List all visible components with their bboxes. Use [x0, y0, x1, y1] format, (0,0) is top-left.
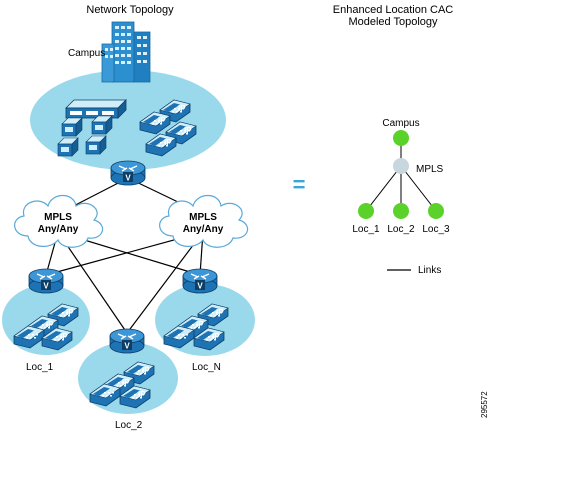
svg-text:IP: IP [184, 126, 192, 135]
svg-text:IP: IP [142, 366, 150, 375]
mpls-node [393, 158, 409, 174]
campus-building-icon [101, 21, 151, 83]
svg-text:IP: IP [138, 390, 146, 399]
ip-phone-icon: IP [193, 327, 225, 351]
location-node [358, 203, 374, 219]
cloud-label-line1: MPLS [44, 212, 72, 223]
ip-phone-icon: IP [139, 111, 171, 135]
ip-phone-icon: IP [197, 303, 229, 327]
location-node [428, 203, 444, 219]
svg-text:IP: IP [46, 320, 54, 329]
site-label: Loc_2 [115, 420, 143, 431]
campus-label: Campus [68, 48, 105, 59]
location-node [393, 203, 409, 219]
ip-phone-icon: IP [177, 315, 209, 339]
ip-phone-icon: IP [27, 315, 59, 339]
figure-id: 295572 [480, 391, 489, 418]
svg-text:IP: IP [216, 308, 224, 317]
legend-label: Links [418, 265, 441, 276]
site-loc-n: V IP IP IP Loc_N [155, 268, 255, 373]
campus-router-icon: V [110, 160, 146, 186]
svg-text:IP: IP [212, 332, 220, 341]
svg-text:IP: IP [60, 332, 68, 341]
site-loc-1: V IP IP IP Loc_1 [2, 268, 90, 373]
site-loc-2: V IP IP IP Loc_2 [78, 328, 178, 431]
ip-phone-icon: IP [159, 99, 191, 123]
ip-phone-icon: IP [47, 303, 79, 327]
mpls-cloud-right: MPLS Any/Any [159, 194, 249, 248]
legend: Links [387, 265, 441, 276]
ip-phone-icon: IP [41, 327, 73, 351]
location-node-label: Loc_3 [422, 224, 450, 235]
svg-text:IP: IP [66, 308, 74, 317]
svg-text:V: V [125, 174, 131, 183]
campus-node [393, 130, 409, 146]
campus-server-icon [91, 115, 113, 135]
location-node-label: Loc_2 [387, 224, 415, 235]
mpls-cloud-left: MPLS Any/Any [14, 194, 104, 248]
modeled-topology-title-line1: Enhanced Location CAC [333, 4, 454, 16]
svg-text:IP: IP [164, 138, 172, 147]
campus-server-icon [57, 137, 79, 157]
equals-sign: = [293, 172, 306, 197]
modeled-topology-title-line2: Modeled Topology [348, 16, 438, 28]
svg-text:IP: IP [178, 104, 186, 113]
mpls-node-label: MPLS [416, 164, 444, 175]
ip-phone-icon: IP [165, 121, 197, 145]
site-label: Loc_1 [26, 362, 54, 373]
ip-phone-icon: IP [145, 133, 177, 157]
ip-phone-icon: IP [123, 361, 155, 385]
campus-server-icon [85, 135, 107, 155]
ip-phone-icon: IP [103, 373, 135, 397]
svg-text:V: V [197, 282, 203, 291]
location-node-label: Loc_1 [352, 224, 380, 235]
campus-site: Campus IP IP IP IP V [30, 21, 226, 186]
campus-node-label: Campus [382, 118, 419, 129]
network-topology-title: Network Topology [86, 4, 174, 16]
cloud-label-line2: Any/Any [38, 224, 79, 235]
campus-server-icon [61, 117, 83, 137]
cloud-label-line2: Any/Any [183, 224, 224, 235]
site-router-icon: V [28, 268, 64, 294]
cloud-label-line1: MPLS [189, 212, 217, 223]
campus-site-area [30, 70, 226, 170]
svg-text:V: V [43, 282, 49, 291]
campus-switch-icon [65, 99, 127, 119]
site-router-icon: V [109, 328, 145, 354]
site-label: Loc_N [192, 362, 221, 373]
svg-text:IP: IP [122, 378, 130, 387]
ip-phone-icon: IP [119, 385, 151, 409]
svg-text:V: V [124, 342, 130, 351]
site-router-icon: V [182, 268, 218, 294]
svg-text:IP: IP [196, 320, 204, 329]
svg-text:IP: IP [158, 116, 166, 125]
